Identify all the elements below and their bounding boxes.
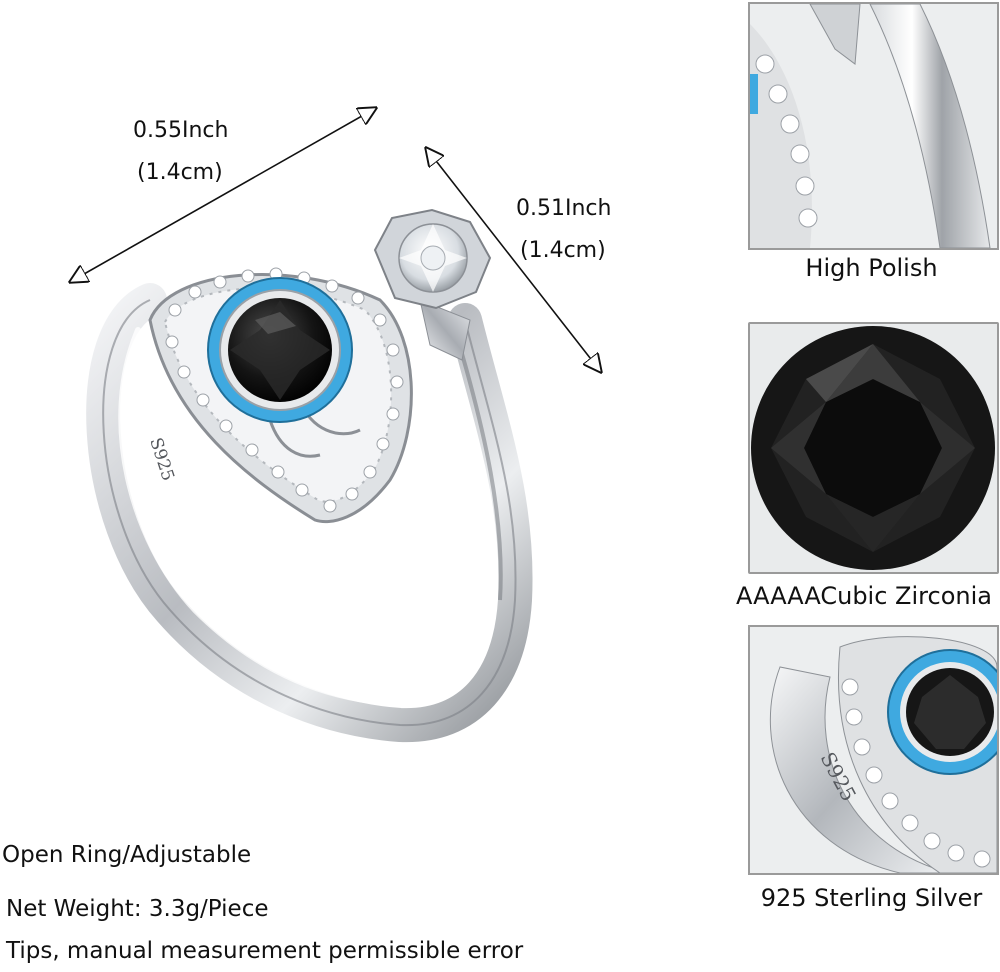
s925-engraving: S925 (145, 435, 178, 483)
spec-tolerance-tip: Tips, manual measurement permissible err… (6, 938, 524, 964)
height-inch-label: 0.51Inch (516, 196, 612, 221)
black-gem-closeup-icon (750, 324, 997, 572)
cz-accent-stone (373, 208, 492, 310)
caption-high-polish: High Polish (805, 254, 938, 282)
width-dimension-arrow (70, 108, 376, 282)
caption-cubic-zirconia: AAAAACubic Zirconia (736, 582, 992, 610)
caption-sterling-silver: 925 Sterling Silver (760, 884, 983, 912)
height-dimension-arrow (426, 148, 601, 372)
detail-panel-silver: S925 (748, 625, 999, 875)
detail-panel-polish (748, 2, 999, 250)
spec-net-weight: Net Weight: 3.3g/Piece (6, 896, 269, 922)
spec-open-ring: Open Ring/Adjustable (2, 842, 252, 868)
s925-stamp-closeup-icon: S925 (750, 627, 997, 873)
detail-panel-stone (748, 322, 999, 574)
height-cm-label: (1.4cm) (520, 238, 606, 263)
width-inch-label: 0.55Inch (133, 118, 229, 143)
polish-closeup-icon (750, 4, 997, 248)
ring-illustration: S925 (0, 0, 740, 743)
evil-eye-head (148, 267, 413, 524)
width-cm-label: (1.4cm) (137, 160, 223, 185)
